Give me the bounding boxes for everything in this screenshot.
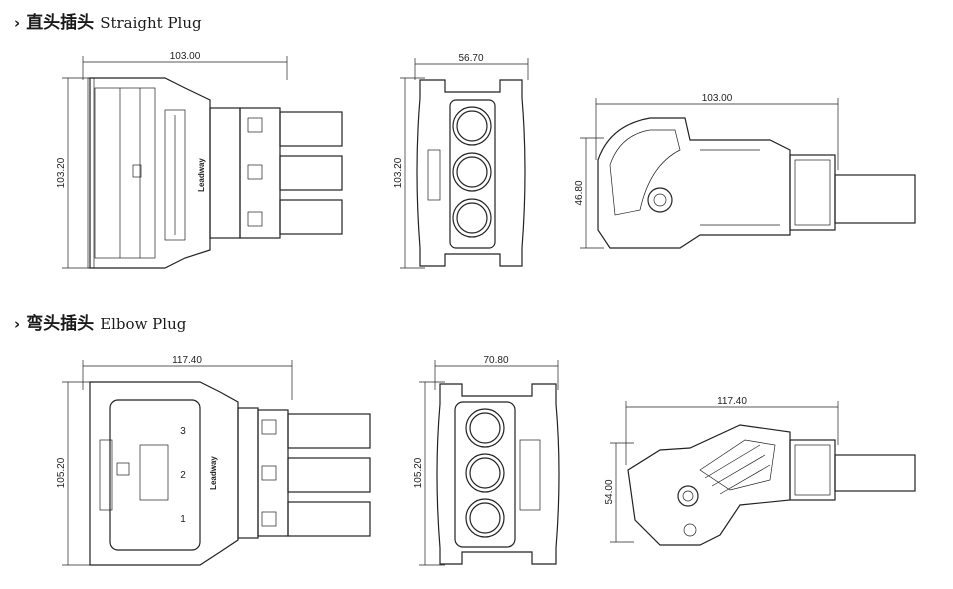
elbow-pin-label-3: 3 [180,426,186,437]
elbow-front-height-dim: 105.20 [413,457,424,488]
elbow-side-width-dim: 117.40 [717,396,747,407]
elbow-top-triangle-mark [116,462,130,476]
elbow-top-width-dim: 117.40 [172,355,202,366]
elbow-side-view: 117.40 54.00 [604,396,916,546]
straight-top-height-dim: 103.20 [56,157,67,188]
title-en-elbow: Elbow Plug [100,315,187,333]
straight-front-width-dim: 56.70 [458,53,483,64]
elbow-side-height-dim: 54.00 [604,479,615,504]
straight-side-width-dim: 103.00 [702,93,733,104]
straight-top-view: 103.00 103.20 Leadway [56,51,343,269]
title-cn-elbow: 弯头插头 [26,314,95,334]
elbow-top-view: 117.40 105.20 3 2 1 Leadway [56,355,371,566]
straight-front-view: 56.70 103.20 [393,53,529,269]
chevron-right-icon: › [14,14,21,32]
chevron-right-icon: › [14,315,21,333]
elbow-front-view: 70.80 105.20 [413,355,560,566]
straight-top-width-dim: 103.00 [170,51,201,62]
straight-top-logo: Leadway [197,158,206,192]
section-title-straight: › 直头插头 Straight Plug [14,8,202,33]
elbow-pin-label-1: 1 [180,514,186,525]
elbow-pin-label-2: 2 [180,470,186,481]
elbow-top-logo: Leadway [209,456,218,490]
straight-side-height-dim: 46.80 [574,180,585,205]
elbow-top-height-dim: 105.20 [56,457,67,488]
straight-side-view: 103.00 46.80 [574,93,916,249]
title-cn-straight: 直头插头 [26,13,95,33]
title-en-straight: Straight Plug [100,14,202,32]
elbow-front-width-dim: 70.80 [483,355,508,366]
section-title-elbow: › 弯头插头 Elbow Plug [14,309,186,334]
straight-front-height-dim: 103.20 [393,157,404,188]
